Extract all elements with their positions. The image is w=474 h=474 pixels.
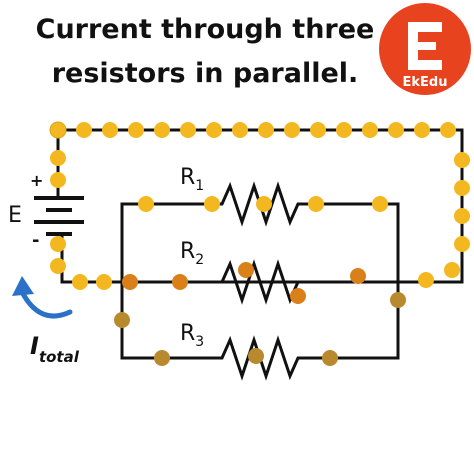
charge-dot bbox=[114, 312, 130, 328]
charge-dot bbox=[50, 150, 66, 166]
charge-dot bbox=[284, 122, 300, 138]
charge-dot bbox=[76, 122, 92, 138]
charge-dot bbox=[440, 122, 456, 138]
charge-dot bbox=[258, 122, 274, 138]
charge-dot bbox=[308, 196, 324, 212]
charge-dot bbox=[362, 122, 378, 138]
charge-dot bbox=[50, 172, 66, 188]
battery-label: E bbox=[8, 203, 22, 228]
charge-dot bbox=[454, 152, 470, 168]
logo-text: EkEdu bbox=[403, 75, 448, 90]
charge-dot bbox=[49, 121, 67, 139]
charge-dot bbox=[454, 180, 470, 196]
charge-dot bbox=[138, 196, 154, 212]
ekedu-logo: EkEdu bbox=[379, 3, 471, 95]
battery-minus-sign: - bbox=[32, 230, 39, 251]
charge-dot bbox=[310, 122, 326, 138]
branch-3-right-wire bbox=[310, 282, 400, 360]
charge-dot bbox=[390, 292, 406, 308]
current-arrow-icon bbox=[12, 276, 73, 319]
ekedu-logo-icon bbox=[408, 22, 442, 70]
current-total-label: Itotal bbox=[30, 332, 80, 366]
charge-dot bbox=[180, 122, 196, 138]
title: Current through three resistors in paral… bbox=[0, 8, 410, 96]
charge-dot bbox=[50, 236, 66, 252]
charge-dot bbox=[206, 122, 222, 138]
charge-dot bbox=[248, 348, 264, 364]
charge-dot bbox=[322, 350, 338, 366]
charge-dot bbox=[238, 262, 254, 278]
charge-dot bbox=[172, 274, 188, 290]
branch-1-right-wire bbox=[310, 202, 400, 282]
charge-dot bbox=[96, 274, 112, 290]
charge-dot bbox=[204, 196, 220, 212]
title-line-2: resistors in parallel. bbox=[51, 58, 359, 89]
battery bbox=[34, 196, 84, 236]
charge-dot bbox=[418, 272, 434, 288]
charge-dot bbox=[388, 122, 404, 138]
charge-dot bbox=[102, 122, 118, 138]
charge-dot bbox=[154, 122, 170, 138]
charge-dot bbox=[454, 208, 470, 224]
resistor-r2-label: R2 bbox=[180, 239, 204, 268]
battery-plus-sign: + bbox=[30, 171, 43, 190]
branch-3-left-wire bbox=[120, 282, 210, 360]
charge-dot bbox=[454, 236, 470, 252]
charge-dot bbox=[256, 196, 272, 212]
charge-dot bbox=[128, 122, 144, 138]
resistor-r1-label: R1 bbox=[180, 165, 204, 194]
charge-dots bbox=[49, 121, 470, 366]
charge-dot bbox=[50, 258, 66, 274]
charge-dot bbox=[232, 122, 248, 138]
title-line-1: Current through three bbox=[35, 14, 375, 45]
charge-dot bbox=[122, 274, 138, 290]
charge-dot bbox=[372, 196, 388, 212]
resistor-r3-label: R3 bbox=[180, 321, 204, 350]
charge-dot bbox=[444, 262, 460, 278]
charge-dot bbox=[154, 350, 170, 366]
charge-dot bbox=[72, 274, 88, 290]
charge-dot bbox=[336, 122, 352, 138]
charge-dot bbox=[290, 288, 306, 304]
branch-1-left-wire bbox=[120, 202, 210, 282]
charge-dot bbox=[350, 268, 366, 284]
charge-dot bbox=[414, 122, 430, 138]
